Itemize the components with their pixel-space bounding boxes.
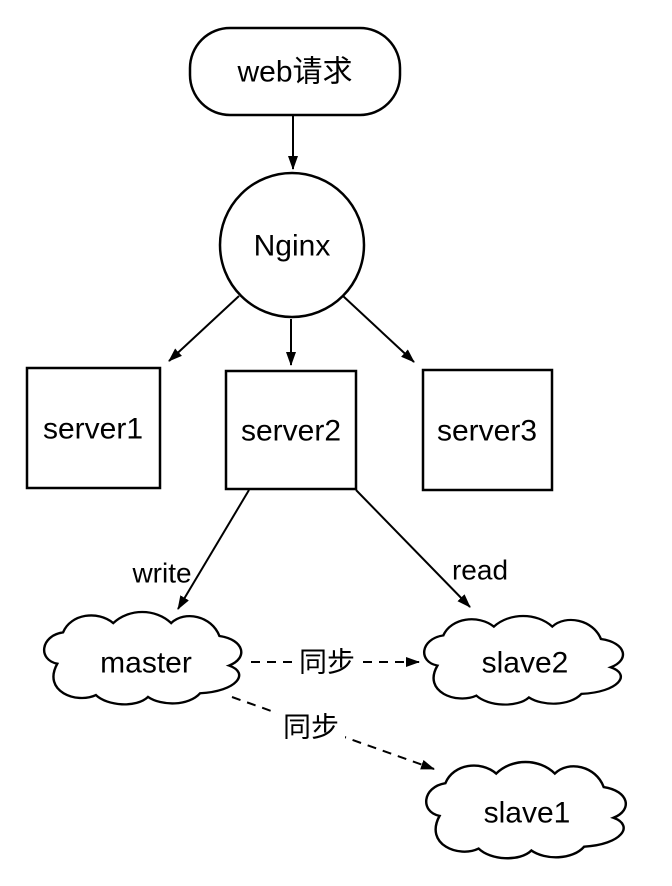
edge-label-write: write xyxy=(131,558,191,589)
node-server3-label: server3 xyxy=(437,415,537,448)
edge-nginx-server3 xyxy=(342,295,415,363)
node-server2-label: server2 xyxy=(241,415,341,448)
edge-label-sync-slave1: 同步 xyxy=(283,712,339,743)
node-server2-shape xyxy=(224,369,358,491)
sync-label-background xyxy=(277,709,345,745)
node-slave1-label: slave1 xyxy=(484,797,571,830)
edge-server2-master-write xyxy=(177,489,250,610)
node-master-label: master xyxy=(100,647,192,680)
edge-nginx-server1 xyxy=(168,295,240,362)
node-slave2-label: slave2 xyxy=(482,647,569,680)
node-web-request-shape xyxy=(188,26,402,117)
node-server1-shape xyxy=(25,366,162,490)
edge-label-read: read xyxy=(452,555,508,586)
node-web-request-label: web请求 xyxy=(236,56,352,89)
edge-label-sync-slave2: 同步 xyxy=(299,647,355,678)
node-nginx-shape xyxy=(218,171,366,319)
node-server1-label: server1 xyxy=(43,413,143,446)
node-server3-shape xyxy=(421,368,554,492)
sync-label-background xyxy=(293,645,361,680)
node-nginx-label: Nginx xyxy=(254,230,331,263)
edge-server2-slave2-read xyxy=(355,489,471,608)
edge-master-slave1-sync xyxy=(231,696,435,770)
